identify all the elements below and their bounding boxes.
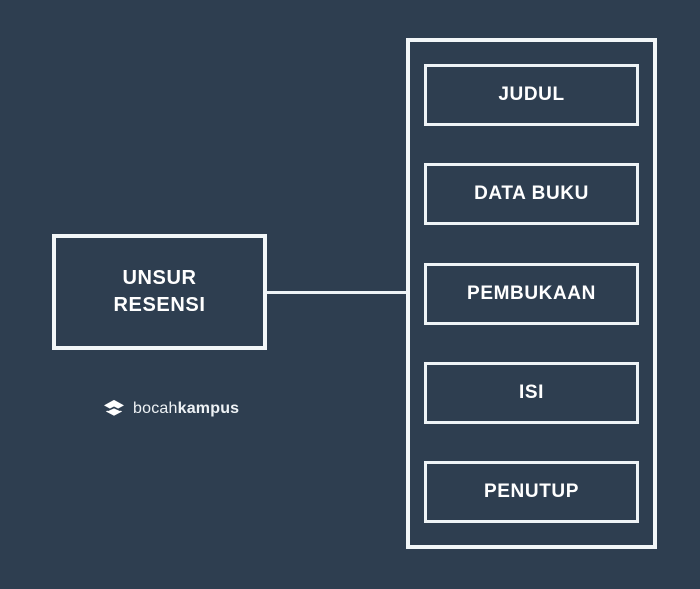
root-node-label-line2: RESENSI (113, 294, 206, 316)
branch-item-label: JUDUL (498, 84, 565, 105)
root-node-label-line1: UNSUR (122, 267, 197, 289)
watermark-text-light: bocah (133, 400, 178, 417)
root-node-unsur-resensi: UNSUR RESENSI (52, 234, 267, 350)
branch-item-label: DATA BUKU (474, 183, 589, 205)
branch-item-pembukaan: PEMBUKAAN (424, 262, 639, 325)
branch-item-penutup: PENUTUP (424, 461, 639, 523)
branch-item-judul: JUDUL (424, 64, 639, 126)
watermark-logo: bocahkampus (103, 399, 239, 419)
branch-item-data-buku: DATA BUKU (424, 163, 639, 226)
branch-item-isi: ISI (424, 361, 639, 424)
branch-item-label: PENUTUP (484, 481, 579, 502)
watermark-text-bold: kampus (177, 400, 240, 417)
branch-list: JUDUL DATA BUKU PEMBUKAAN ISI PENUTUP (406, 38, 657, 549)
branch-item-label: ISI (518, 381, 545, 403)
stacked-layers-icon (103, 399, 125, 419)
branch-group-container (406, 38, 657, 549)
connector-line (265, 291, 410, 294)
watermark-text: bocahkampus (133, 400, 239, 418)
branch-item-label: PEMBUKAAN (467, 282, 596, 304)
